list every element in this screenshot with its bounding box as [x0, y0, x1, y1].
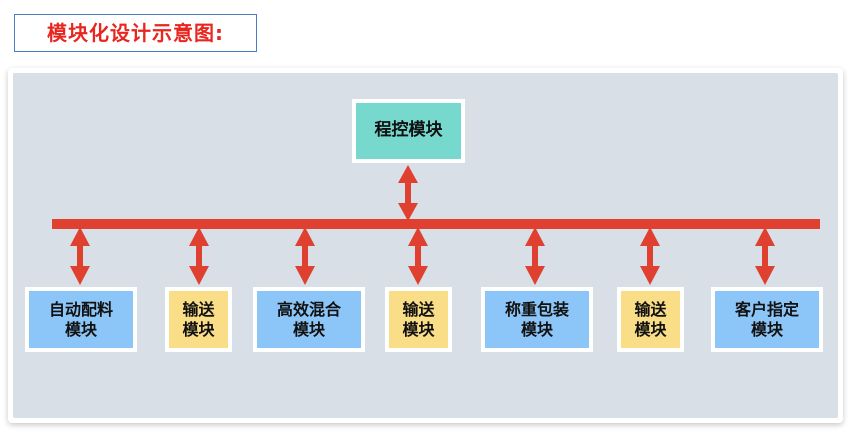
module-box-3[interactable]: 高效混合 模块 [253, 287, 365, 352]
module-box-4[interactable]: 输送 模块 [385, 287, 452, 352]
module-label-1: 自动配料 模块 [48, 299, 113, 339]
connector-arrow-module-7 [754, 227, 776, 285]
module-label-3: 高效混合 模块 [276, 299, 341, 339]
connector-arrow-controller [397, 165, 419, 221]
module-box-1[interactable]: 自动配料 模块 [25, 287, 137, 352]
connector-arrow-module-3 [294, 227, 316, 285]
connector-arrow-module-1 [69, 227, 91, 285]
system-bus-bar [52, 219, 820, 229]
connector-arrow-module-5 [524, 227, 546, 285]
diagram-panel-frame: 程控模块 [8, 68, 843, 423]
connector-arrow-module-2 [188, 227, 210, 285]
module-label-7: 客户指定 模块 [734, 299, 799, 339]
module-box-6[interactable]: 输送 模块 [617, 287, 684, 352]
diagram-canvas: 程控模块 [13, 73, 838, 418]
controller-module-label: 程控模块 [374, 120, 443, 141]
module-label-2: 输送 模块 [182, 299, 215, 339]
module-box-2[interactable]: 输送 模块 [165, 287, 232, 352]
module-box-5[interactable]: 称重包装 模块 [481, 287, 593, 352]
connector-arrow-module-6 [639, 227, 661, 285]
connector-arrow-module-4 [407, 227, 429, 285]
module-label-5: 称重包装 模块 [504, 299, 569, 339]
module-box-7[interactable]: 客户指定 模块 [711, 287, 823, 352]
controller-module-box[interactable]: 程控模块 [352, 99, 465, 163]
module-label-4: 输送 模块 [402, 299, 435, 339]
module-label-6: 输送 模块 [634, 299, 667, 339]
page-title-box: 模块化设计示意图: [14, 14, 257, 52]
page-title: 模块化设计示意图: [47, 21, 224, 45]
